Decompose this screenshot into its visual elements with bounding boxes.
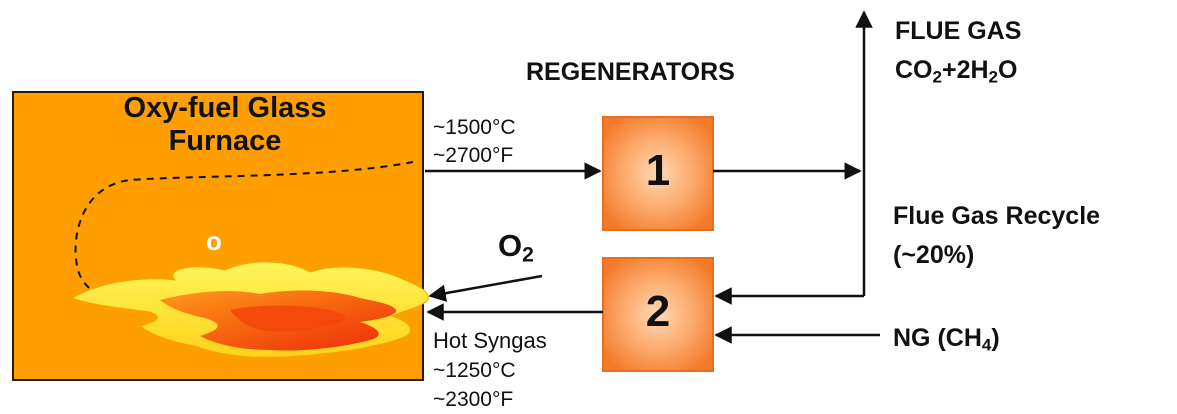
flue-formula-b: +2H [941, 56, 989, 84]
flue-formula-c: O [998, 56, 1018, 84]
flame-core [230, 305, 346, 332]
regenerators-heading: REGENERATORS [526, 58, 735, 86]
regenerator-1-box [602, 116, 714, 231]
ng-label: NG (CH4) [893, 322, 1000, 354]
furnace-title-line1: Oxy-fuel Glass [123, 92, 327, 124]
syngas-temp-c: ~1250°C [433, 359, 516, 382]
regenerator-2-label: 2 [645, 287, 671, 336]
regenerator-1-label: 1 [645, 146, 671, 195]
syngas-label: Hot Syngas [433, 328, 547, 353]
flue-gas-label: FLUE GAS [895, 17, 1022, 45]
recycle-label-line1: Flue Gas Recycle [893, 202, 1101, 230]
oxygen-arrow [428, 274, 543, 302]
furnace-title-line2: Furnace [168, 125, 282, 157]
syngas-temp-f: ~2300°F [433, 388, 514, 411]
ng-sub: 4 [981, 335, 992, 355]
furnace-title: Oxy-fuel Glass Furnace [60, 92, 390, 158]
oxygen-symbol: O [498, 228, 523, 263]
exhaust-temp-c: ~1500°C [433, 116, 516, 139]
oxygen-sub: 2 [522, 243, 534, 267]
furnace-marker: o [206, 226, 222, 256]
flue-formula-a-sub: 2 [932, 67, 942, 87]
flame-envelope-dashed [74, 161, 414, 307]
flue-formula-a: CO [895, 56, 933, 84]
ng-prefix: NG (CH [893, 324, 982, 352]
recycle-label-line2: (~20%) [893, 241, 975, 269]
ng-suffix: ) [991, 324, 1000, 352]
flue-gas-formula: CO2+2H2O [895, 54, 1017, 86]
oxygen-label: O2 [498, 228, 534, 267]
flue-formula-b-sub: 2 [988, 67, 998, 87]
regenerator-2-box [602, 257, 714, 372]
exhaust-temp-f: ~2700°F [433, 144, 514, 167]
